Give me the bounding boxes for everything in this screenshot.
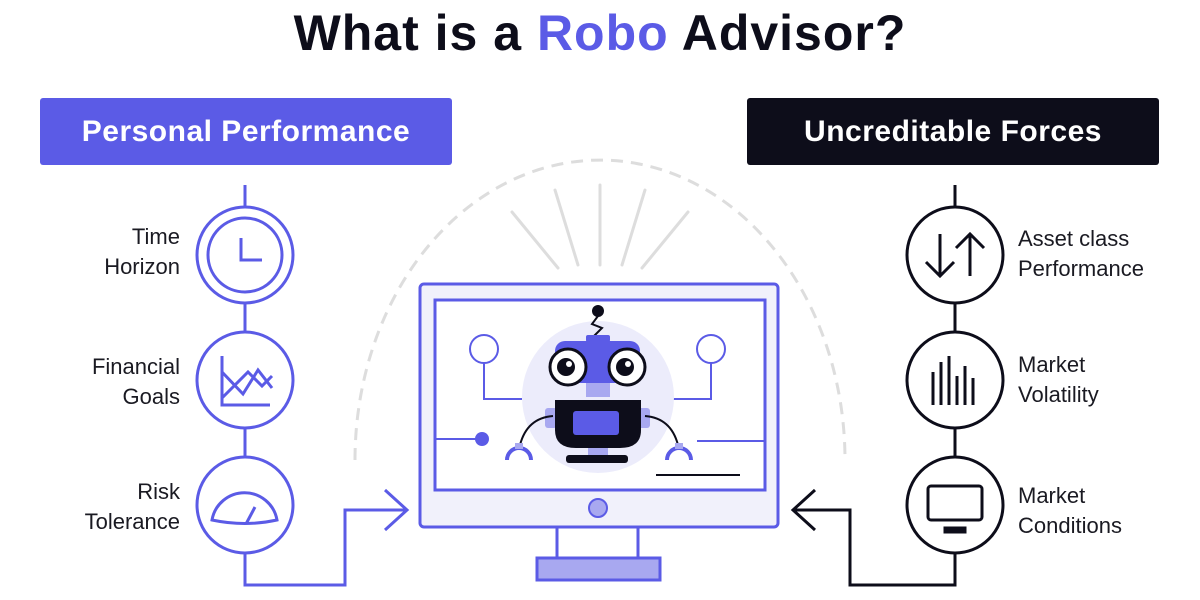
uncreditable-forces-heading: Uncreditable Forces [747,98,1159,165]
label-line: Horizon [104,254,180,279]
power-button [588,498,608,518]
chart-icon [195,330,295,430]
label-line: Asset class [1018,226,1130,251]
title-prefix: What is a [293,5,537,61]
label-line: Goals [122,384,180,409]
label-line: Performance [1018,256,1144,281]
label-line: Risk [137,479,180,504]
monitor-icon [905,455,1005,555]
dashed-arc [353,158,847,461]
right-connector [790,185,957,587]
label-line: Market [1018,352,1086,377]
label-line: Volatility [1018,382,1099,407]
title-accent: Robo [536,5,669,61]
bars-icon [905,330,1005,430]
personal-performance-heading: Personal Performance [40,98,452,165]
title-suffix: Advisor? [668,5,907,61]
left-connector [243,185,410,587]
arrows-up-down-icon [905,205,1005,305]
label-line: Financial [91,354,180,379]
label-line: Market [1018,483,1086,508]
label-line: Time [131,224,180,249]
page-title: What is a Robo Advisor? [0,4,1200,62]
gauge-icon [195,455,295,555]
label-line: Tolerance [84,509,180,534]
clock-icon [195,205,295,305]
label-line: Conditions [1018,513,1122,538]
rays [510,183,690,270]
robot-illustration [505,305,693,473]
